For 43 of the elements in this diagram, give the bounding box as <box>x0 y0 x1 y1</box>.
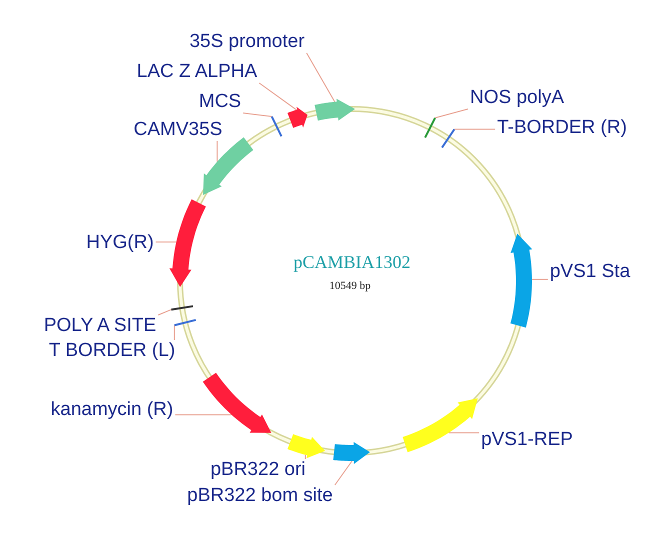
leader-line <box>158 309 172 316</box>
site-marker <box>171 305 194 311</box>
gene-segment <box>333 442 370 464</box>
leader-line <box>174 324 175 340</box>
leader-line <box>334 460 352 486</box>
leader-line <box>304 454 306 460</box>
gene-segment <box>202 372 272 433</box>
feature-label: kanamycin (R) <box>50 399 174 421</box>
feature-label: pBR322 bom site <box>187 485 333 507</box>
leader-line <box>174 414 232 416</box>
feature-label: T-BORDER (R) <box>497 117 627 139</box>
leader-line <box>216 140 218 162</box>
site-marker <box>270 116 282 137</box>
plasmid-name: pCAMBIA1302 <box>294 251 410 273</box>
gene-segment <box>314 98 355 121</box>
gene-segment <box>288 434 326 458</box>
gene-segment <box>402 398 478 452</box>
feature-label: POLY A SITE <box>44 315 156 337</box>
feature-label: 35S promoter <box>189 31 305 53</box>
leader-line <box>454 128 496 130</box>
feature-label: pVS1 Sta <box>550 261 630 283</box>
feature-label: MCS <box>198 91 242 113</box>
site-marker <box>441 128 456 148</box>
leader-line <box>306 52 336 102</box>
gene-segment <box>510 234 532 328</box>
feature-label: T BORDER (L) <box>48 340 176 362</box>
leader-line <box>242 112 272 117</box>
leader-line <box>532 278 548 280</box>
feature-label: NOS polyA <box>470 87 564 109</box>
feature-label: pBR322 ori <box>210 459 306 481</box>
leader-line <box>434 108 468 118</box>
plasmid-size: 10549 bp <box>329 279 371 294</box>
leader-line <box>448 432 480 434</box>
feature-label: LAC Z ALPHA <box>136 61 258 83</box>
gene-segment <box>169 199 206 287</box>
site-marker <box>174 318 196 326</box>
gene-segment <box>203 137 254 195</box>
feature-label: HYG(R) <box>86 232 154 254</box>
feature-label: pVS1-REP <box>481 429 573 451</box>
leader-line <box>258 82 297 110</box>
feature-label: CAMV35S <box>134 119 222 141</box>
site-marker <box>424 118 436 138</box>
gene-segment <box>288 106 308 128</box>
